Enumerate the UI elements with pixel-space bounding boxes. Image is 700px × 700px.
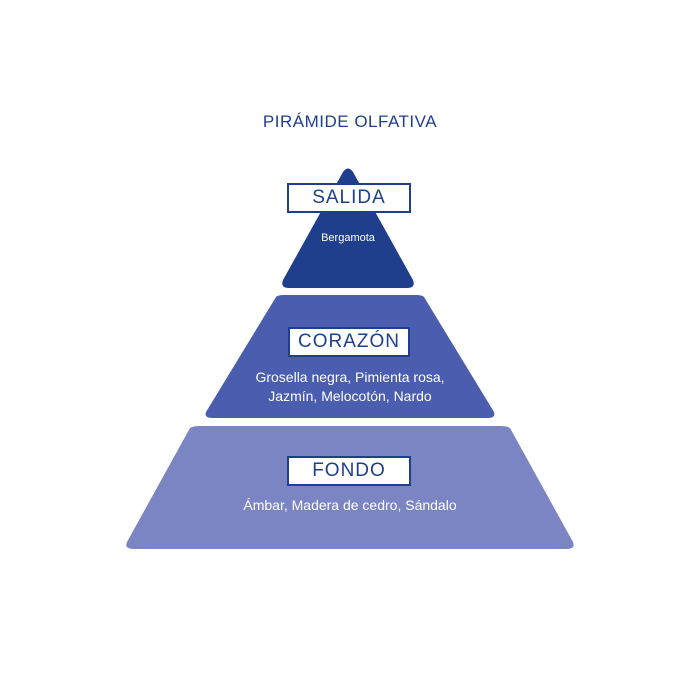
tier-salida-shape [282,168,414,288]
tier-corazon-notes: Grosella negra, Pimienta rosa, Jazmín, M… [220,368,480,406]
tier-fondo-notes-line1: Ámbar, Madera de cedro, Sándalo [243,497,457,513]
tier-salida-notes-line1: Bergamota [321,232,375,244]
tier-fondo-notes: Ámbar, Madera de cedro, Sándalo [170,496,530,515]
tier-corazon-label: CORAZÓN [288,327,410,357]
tier-fondo-shape [126,426,574,549]
tier-salida-label: SALIDA [287,183,411,213]
tier-salida-notes: Bergamota [290,229,406,248]
tier-fondo-label: FONDO [287,456,411,486]
tier-corazon-notes-line2: Jazmín, Melocotón, Nardo [268,388,432,404]
pyramid-title: PIRÁMIDE OLFATIVA [262,112,438,131]
tier-corazon-notes-line1: Grosella negra, Pimienta rosa, [255,369,445,385]
